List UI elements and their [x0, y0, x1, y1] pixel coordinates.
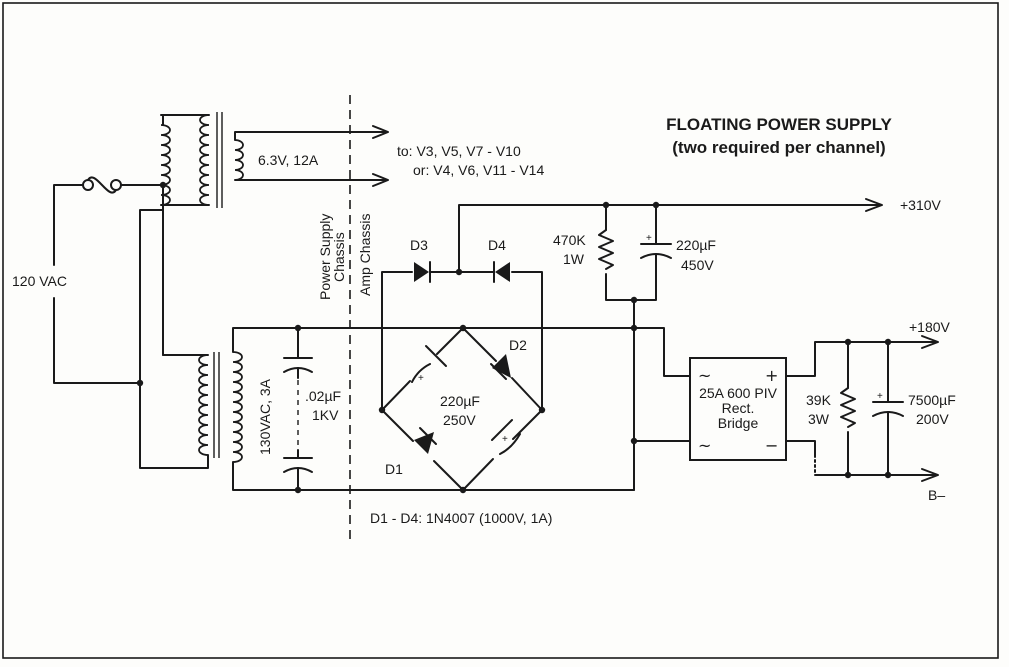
cap1-plus: + — [646, 233, 652, 244]
rect-label-1: 25A 600 PIV — [699, 385, 778, 401]
junction-dots — [136, 181, 892, 494]
bridge-cap-value: 220µF — [440, 393, 480, 409]
resistor-470k-value: 470K — [553, 232, 586, 248]
bridge-cap-upper: + — [411, 345, 447, 384]
diode-d2-label: D2 — [509, 337, 527, 353]
rect-minus-terminal: − — [765, 436, 778, 455]
bridge-cap-upper-plus: + — [418, 373, 424, 384]
diode-d1 — [414, 427, 437, 454]
bridge-cap-lower-plus: + — [502, 434, 508, 445]
mains-voltage-label: 120 VAC — [12, 273, 67, 289]
heater-core-coil — [199, 114, 210, 206]
cap2-voltage: 200V — [916, 411, 949, 427]
diagram-subtitle: (two required per channel) — [672, 138, 885, 157]
out-bminus-arrow — [921, 468, 939, 482]
resistor-39k-power: 3W — [808, 411, 830, 427]
resistor-470k — [598, 229, 614, 270]
diode-d4 — [493, 261, 510, 283]
output-310v-label: +310V — [900, 197, 942, 213]
heater-primary-coil — [160, 124, 171, 206]
diode-d1-label: D1 — [385, 461, 403, 477]
snubber-cap-value: .02µF — [305, 388, 341, 404]
page-border — [2, 2, 999, 659]
rect-ac-symbol-2: ~ — [698, 436, 711, 455]
snubber-capacitor: .02µF 1KV — [283, 327, 341, 491]
out-180-arrow — [921, 335, 939, 349]
chassis-divider: Power Supply Chassis Amp Chassis — [317, 95, 373, 540]
cap1-voltage: 450V — [681, 257, 714, 273]
heater-destination-2: or: V4, V6, V11 - V14 — [413, 162, 544, 178]
output-180v-label: +180V — [909, 319, 951, 335]
hv-core — [213, 352, 220, 458]
rect-ac-symbol-1: ~ — [698, 366, 711, 385]
rectifier-bridge: ~ ~ + − 25A 600 PIV Rect. Bridge — [689, 357, 787, 461]
heater-destination-1: to: V3, V5, V7 - V10 — [397, 143, 521, 159]
hv-winding-label: 130VAC, 3A — [257, 378, 273, 455]
hv-transformer: 130VAC, 3A — [162, 184, 691, 491]
mains-input: 120 VAC — [12, 176, 164, 384]
heater-arrow-2 — [372, 173, 389, 187]
amp-chassis-label: Amp Chassis — [357, 214, 373, 296]
lv-filter: + 39K 3W 7500µF 200V — [785, 335, 956, 482]
rect-label-3: Bridge — [718, 415, 759, 431]
diode-d2 — [490, 354, 511, 380]
out-310-arrow — [865, 198, 883, 212]
diode-d4-label: D4 — [488, 237, 506, 253]
diagram-title: FLOATING POWER SUPPLY — [666, 115, 892, 134]
power-supply-chassis-label-2: Chassis — [331, 232, 347, 282]
cap2-plus: + — [877, 391, 883, 402]
heater-winding-label: 6.3V, 12A — [258, 152, 319, 168]
fuse — [82, 176, 122, 194]
snubber-cap-voltage: 1KV — [312, 407, 339, 423]
bridge-cap-lower: + — [491, 419, 521, 455]
heater-secondary-coil — [234, 139, 244, 181]
diode-note: D1 - D4: 1N4007 (1000V, 1A) — [370, 510, 552, 526]
cap1-value: 220µF — [676, 237, 716, 253]
power-supply-chassis-label-1: Power Supply — [317, 214, 333, 300]
resistor-39k — [840, 387, 856, 428]
diode-d3-label: D3 — [410, 237, 428, 253]
output-bminus-label: B– — [928, 487, 945, 503]
diode-d3 — [414, 261, 431, 283]
voltage-doubler: D3 D4 + D2 D1 + — [370, 198, 883, 526]
rect-plus-terminal: + — [765, 366, 778, 385]
cap2-value: 7500µF — [908, 392, 956, 408]
heater-transformer: 6.3V, 12A to: V3, V5, V7 - V10 or: V4, V… — [139, 112, 544, 469]
rect-label-2: Rect. — [722, 400, 755, 416]
resistor-470k-power: 1W — [563, 251, 585, 267]
heater-core — [216, 112, 223, 208]
hv-secondary-coil — [232, 351, 243, 463]
bridge-cap-voltage: 250V — [443, 412, 476, 428]
resistor-39k-value: 39K — [806, 392, 832, 408]
heater-arrow-1 — [372, 125, 389, 139]
hv-primary-coil — [198, 354, 209, 456]
